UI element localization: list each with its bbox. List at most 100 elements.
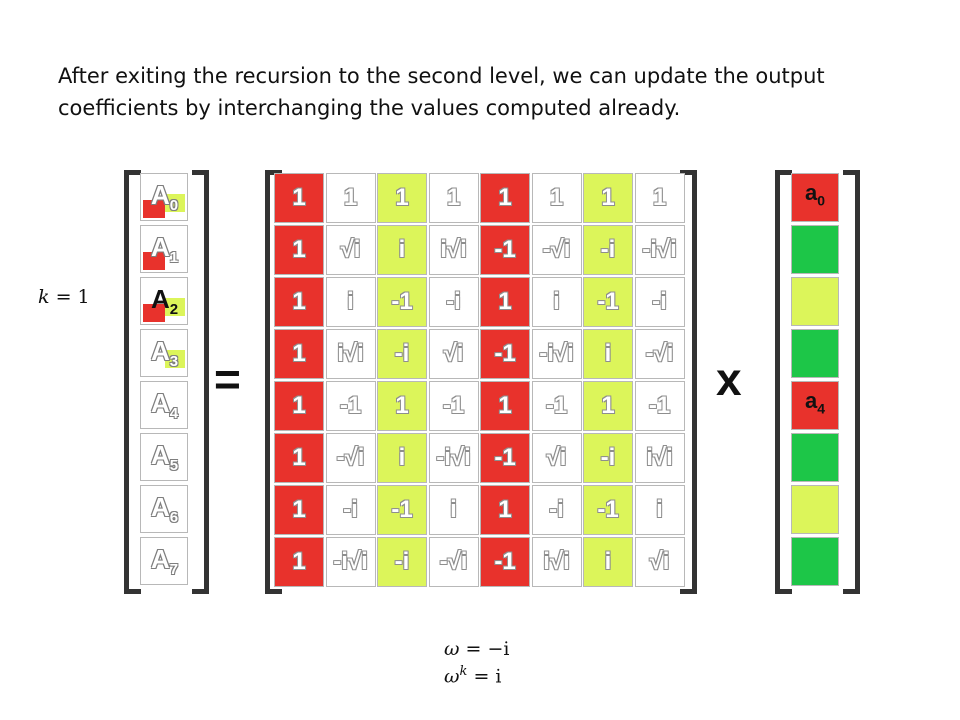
input-coefficient: a0	[791, 173, 839, 222]
input-coefficient-label: a4	[804, 388, 826, 417]
output-vector-right-bracket	[192, 170, 209, 594]
equals-sign: =	[214, 353, 241, 405]
matrix-cell: -i	[377, 329, 427, 379]
red-marker	[143, 252, 165, 270]
matrix-cell: i	[583, 537, 633, 587]
matrix-cell: i	[325, 277, 376, 327]
matrix-cell: √i	[428, 329, 479, 379]
matrix-cell: i√i	[531, 537, 582, 587]
input-coefficient	[791, 537, 839, 586]
matrix-cell: 1	[274, 485, 324, 535]
output-coefficient: A4	[140, 381, 188, 429]
matrix-cell: -1	[480, 329, 530, 379]
output-coefficient: A5	[140, 433, 188, 481]
matrix-cell: -1	[531, 381, 582, 431]
output-coefficient-label: A6	[151, 492, 179, 527]
output-coefficient-label: A2	[151, 284, 179, 319]
k-equation: k = 1	[38, 286, 90, 308]
matrix-cell: -1	[325, 381, 376, 431]
matrix-cell: -i	[325, 485, 376, 535]
matrix-cell: 1	[428, 173, 479, 223]
matrix-cell: -1	[377, 277, 427, 327]
matrix-cell: 1	[377, 173, 427, 223]
matrix-cell: 1	[325, 173, 376, 223]
matrix-cell: 1	[274, 225, 324, 275]
output-coefficient: A1	[140, 225, 188, 273]
k-var: k	[38, 286, 50, 308]
matrix-cell: -i	[377, 537, 427, 587]
matrix-right-bracket	[680, 170, 697, 594]
output-coefficient-label: A1	[151, 232, 179, 267]
matrix-cell: i	[377, 225, 427, 275]
matrix-cell: i√i	[428, 225, 479, 275]
input-vector-left-bracket	[775, 170, 792, 594]
matrix-cell: -√i	[531, 225, 582, 275]
matrix-cell: 1	[377, 381, 427, 431]
input-coefficient: a4	[791, 381, 839, 430]
caption-line-2: coefficients by interchanging the values…	[58, 96, 681, 120]
matrix-cell: -1	[583, 485, 633, 535]
omega-value: = −i	[465, 638, 510, 660]
input-coefficient	[791, 225, 839, 274]
matrix-cell: -1	[480, 537, 530, 587]
matrix-cell: -1	[428, 381, 479, 431]
omega-var: ω	[444, 638, 460, 660]
matrix-cell: 1	[531, 173, 582, 223]
output-coefficient-label: A7	[151, 544, 179, 579]
output-coefficient-label: A4	[151, 388, 179, 423]
matrix-cell: 1	[634, 173, 685, 223]
lime-marker	[165, 350, 185, 368]
matrix-cell: 1	[274, 381, 324, 431]
matrix-cell: -i	[634, 277, 685, 327]
input-coefficient-label: a0	[804, 180, 826, 209]
input-coefficient	[791, 329, 839, 378]
caption-line-1: After exiting the recursion to the secon…	[58, 64, 825, 88]
output-coefficient: A7	[140, 537, 188, 585]
omega-k-equation: ωk = i	[444, 664, 501, 687]
input-coefficient	[791, 485, 839, 534]
matrix-cell: 1	[274, 537, 324, 587]
matrix-cell: -√i	[634, 329, 685, 379]
output-coefficient-label: A3	[151, 336, 179, 371]
matrix-cell: √i	[325, 225, 376, 275]
omega-k-var: ω	[444, 665, 460, 688]
matrix-cell: -i	[531, 485, 582, 535]
output-coefficient: A6	[140, 485, 188, 533]
matrix-cell: 1	[583, 173, 633, 223]
caption: After exiting the recursion to the secon…	[58, 60, 918, 124]
matrix-cell: -1	[583, 277, 633, 327]
matrix-cell: 1	[583, 381, 633, 431]
output-coefficient-label: A5	[151, 440, 179, 475]
matrix-cell: i√i	[634, 433, 685, 483]
lime-marker	[165, 298, 185, 316]
matrix-cell: -i√i	[531, 329, 582, 379]
times-sign: x	[716, 353, 742, 405]
lime-marker	[165, 194, 185, 212]
input-vector-right-bracket	[843, 170, 860, 594]
matrix-cell: i	[428, 485, 479, 535]
red-marker	[143, 200, 165, 218]
output-coefficient: A3	[140, 329, 188, 377]
matrix-cell: -1	[377, 485, 427, 535]
matrix-cell: -i√i	[428, 433, 479, 483]
output-coefficient: A0	[140, 173, 188, 221]
output-coefficient-label: A0	[151, 180, 179, 215]
matrix-cell: -i√i	[634, 225, 685, 275]
matrix-cell: -1	[480, 225, 530, 275]
matrix-cell: i	[634, 485, 685, 535]
input-coefficient	[791, 433, 839, 482]
red-marker	[143, 304, 165, 322]
matrix-cell: -1	[480, 433, 530, 483]
k-value: = 1	[55, 286, 90, 308]
matrix-cell: -i√i	[325, 537, 376, 587]
matrix-left-bracket	[265, 170, 282, 594]
matrix-cell: -i	[583, 433, 633, 483]
matrix-cell: -√i	[428, 537, 479, 587]
matrix-cell: √i	[531, 433, 582, 483]
matrix-cell: 1	[274, 277, 324, 327]
matrix-cell: i	[531, 277, 582, 327]
matrix-cell: -√i	[325, 433, 376, 483]
omega-equation: ω = −i	[444, 638, 510, 660]
matrix-cell: -1	[634, 381, 685, 431]
matrix-cell: -i	[583, 225, 633, 275]
